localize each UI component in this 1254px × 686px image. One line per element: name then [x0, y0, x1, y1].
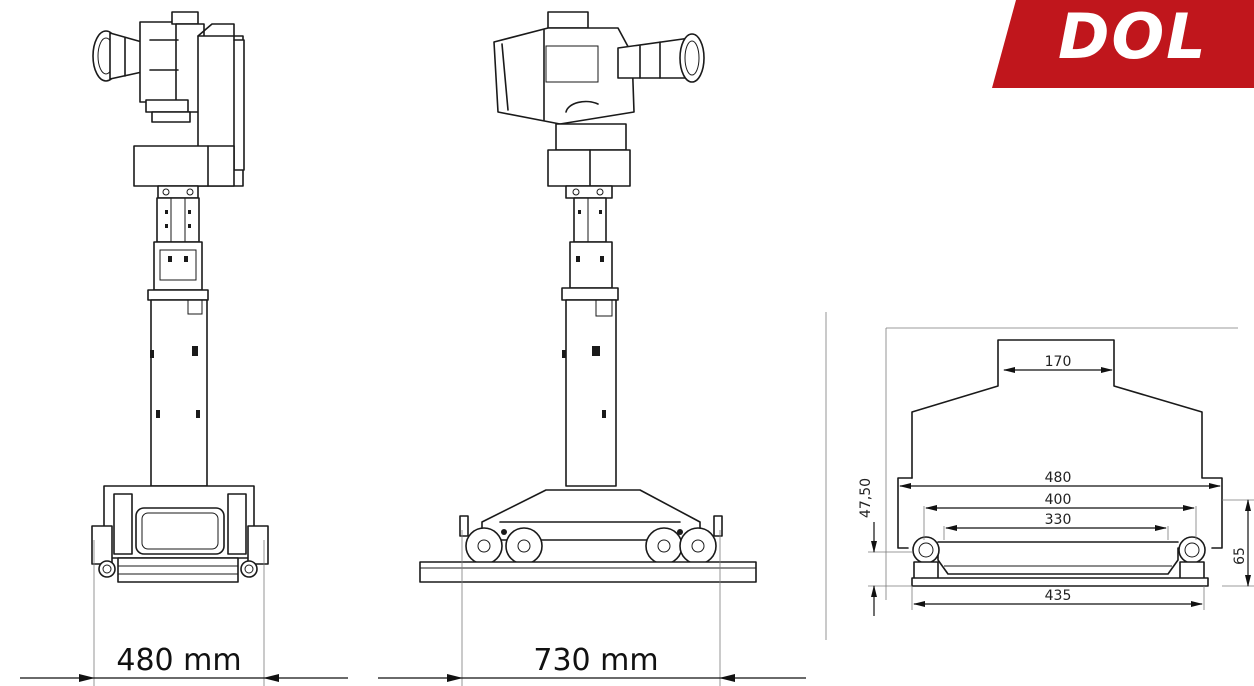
dim-435-label: 435: [1045, 588, 1072, 604]
brand-text: DOL: [1058, 0, 1208, 73]
wheel-icon: [465, 527, 717, 565]
dim-330-label: 330: [1045, 512, 1072, 528]
dim-65-label: 65: [1232, 547, 1248, 565]
dim-47-50-label: 47,50: [858, 478, 874, 518]
camera-lens-icon: [617, 33, 705, 83]
front-width-label: 480 mm: [116, 643, 241, 678]
camera-lens-icon: [92, 30, 143, 82]
section-view: 170 480 400 330 435 47,50 65: [825, 312, 1254, 640]
side-view: 730 mm: [378, 11, 806, 686]
dim-400-label: 400: [1045, 492, 1072, 508]
front-view: 480 mm: [20, 11, 348, 686]
dim-480-label: 480: [1045, 470, 1072, 486]
dim-170-label: 170: [1045, 354, 1072, 370]
roller-icon: [912, 536, 1206, 581]
brand-logo: DOL: [992, 0, 1254, 88]
side-width-label: 730 mm: [533, 643, 658, 678]
